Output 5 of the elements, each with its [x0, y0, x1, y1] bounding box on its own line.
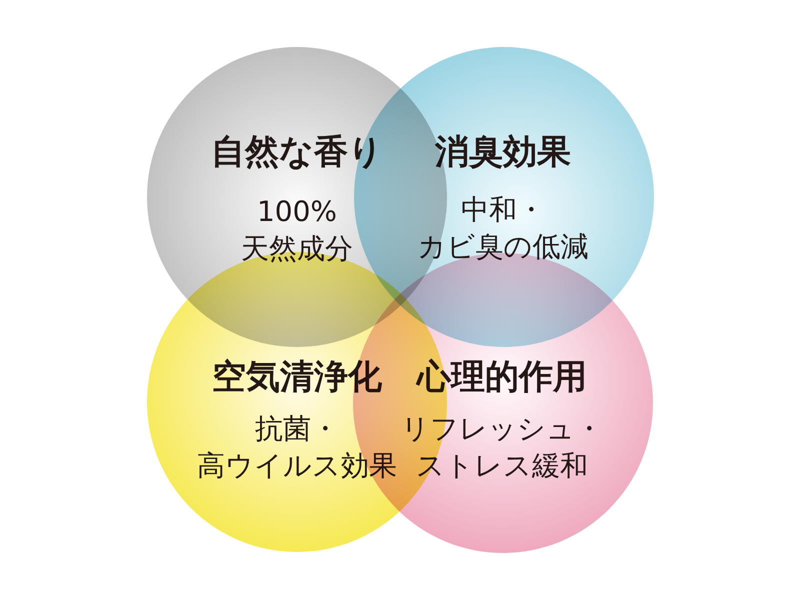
circle-description: 抗菌・高ウイルス効果 [197, 411, 397, 484]
circle-heading: 消臭効果 [435, 132, 571, 172]
circle-heading: 空気清浄化 [212, 357, 382, 397]
circle-heading: 自然な香り [211, 132, 383, 172]
circle-description: 中和・カビ臭の低減 [418, 192, 588, 265]
